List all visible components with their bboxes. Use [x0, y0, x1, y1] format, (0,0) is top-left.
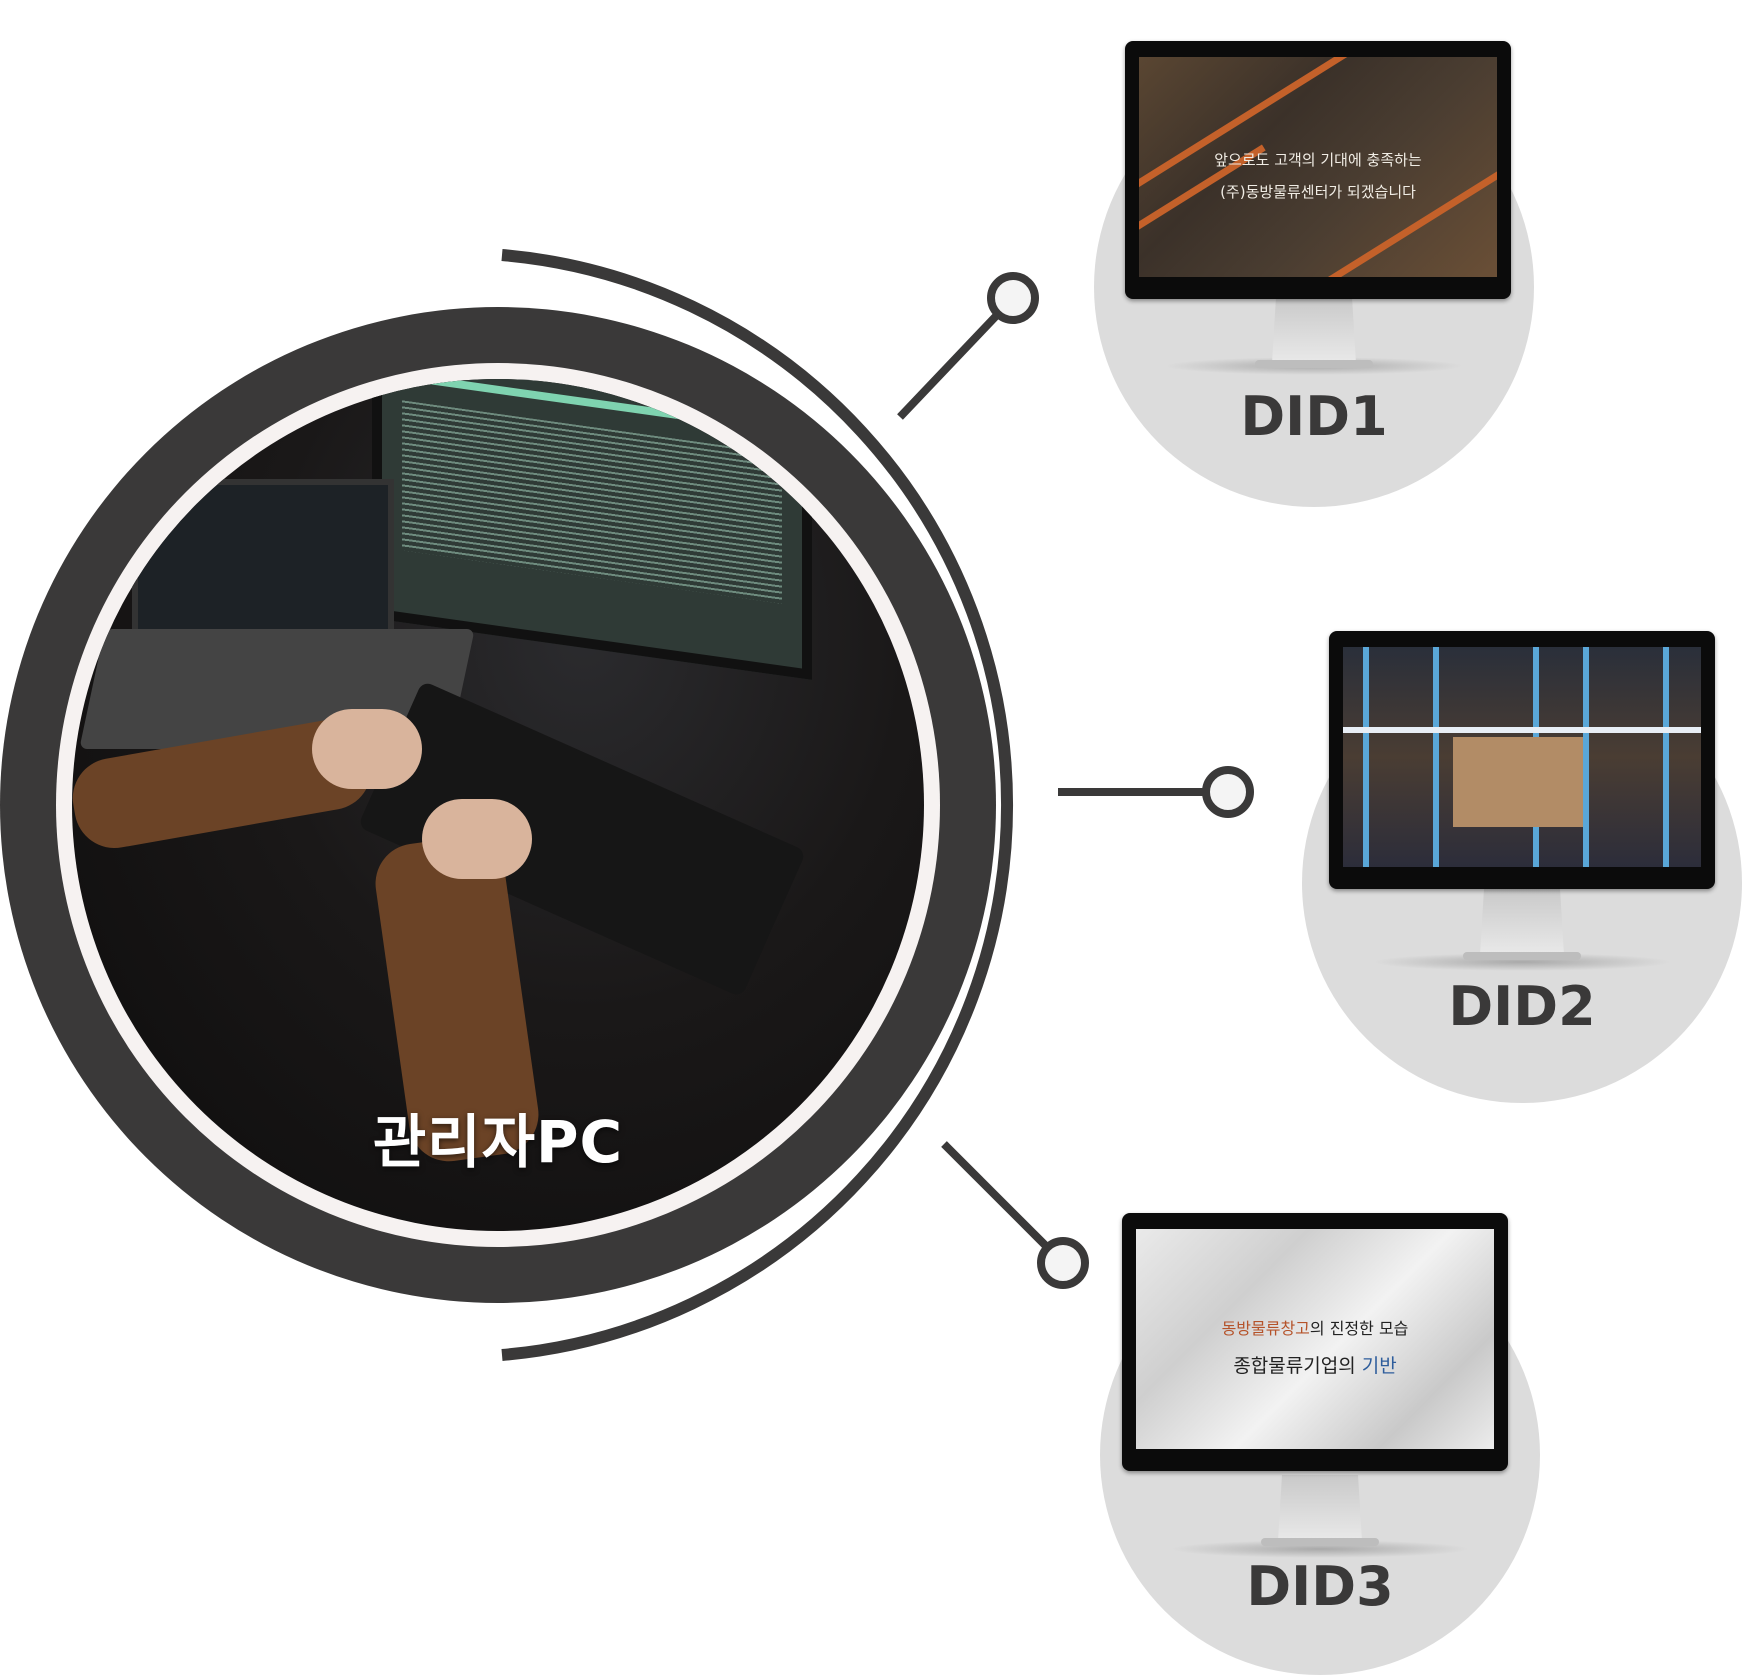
did1-label: DID1: [1240, 385, 1388, 448]
did1-screen-line1: 앞으로도 고객의 기대에 충족하는: [1214, 151, 1422, 169]
did3-monitor: 동방물류창고의 진정한 모습 종합물류기업의 기반: [1122, 1213, 1508, 1471]
photo-hand-left: [312, 709, 422, 789]
admin-pc-photo: [72, 379, 924, 1231]
did2-label: DID2: [1448, 975, 1596, 1038]
did3-screen-line1: 동방물류창고의 진정한 모습: [1136, 1315, 1494, 1339]
did3-line1-rest: 의 진정한 모습: [1309, 1319, 1409, 1338]
outer-arc: [501, 249, 1014, 1361]
connector-did3: [941, 1141, 1050, 1250]
did3-screen-line2: 종합물류기업의 기반: [1136, 1351, 1494, 1378]
monitor-foot: [1463, 952, 1581, 960]
did3-screen: 동방물류창고의 진정한 모습 종합물류기업의 기반: [1136, 1229, 1494, 1449]
did3-highlight-blue: 기반: [1361, 1355, 1397, 1377]
node-did3: [1037, 1237, 1089, 1289]
photo-laptop-screen: [132, 479, 394, 651]
did3-line2-rest: 종합물류기업의: [1233, 1355, 1362, 1377]
did1-screen: 앞으로도 고객의 기대에 충족하는 (주)동방물류센터가 되겠습니다: [1139, 57, 1497, 277]
did1-screen-line2: (주)동방물류센터가 되겠습니다: [1220, 183, 1416, 201]
did3-highlight-orange: 동방물류창고: [1221, 1319, 1310, 1338]
did3-label: DID3: [1246, 1555, 1394, 1618]
monitor-shadow: [1170, 1540, 1470, 1558]
did2-monitor: [1329, 631, 1715, 889]
node-did1: [987, 272, 1039, 324]
did1-monitor: 앞으로도 고객의 기대에 충족하는 (주)동방물류센터가 되겠습니다: [1125, 41, 1511, 299]
monitor-stand: [1272, 297, 1356, 363]
did2-screen: [1343, 647, 1701, 867]
node-did2: [1202, 766, 1254, 818]
monitor-foot: [1261, 1538, 1379, 1546]
admin-pc-label: 관리자PC: [372, 1108, 624, 1176]
connector-did1: [897, 312, 1000, 420]
monitor-stand: [1480, 889, 1564, 955]
monitor-stand: [1278, 1475, 1362, 1541]
monitor-foot: [1255, 360, 1373, 368]
monitor-shadow: [1372, 953, 1672, 971]
photo-hand-right: [422, 799, 532, 879]
